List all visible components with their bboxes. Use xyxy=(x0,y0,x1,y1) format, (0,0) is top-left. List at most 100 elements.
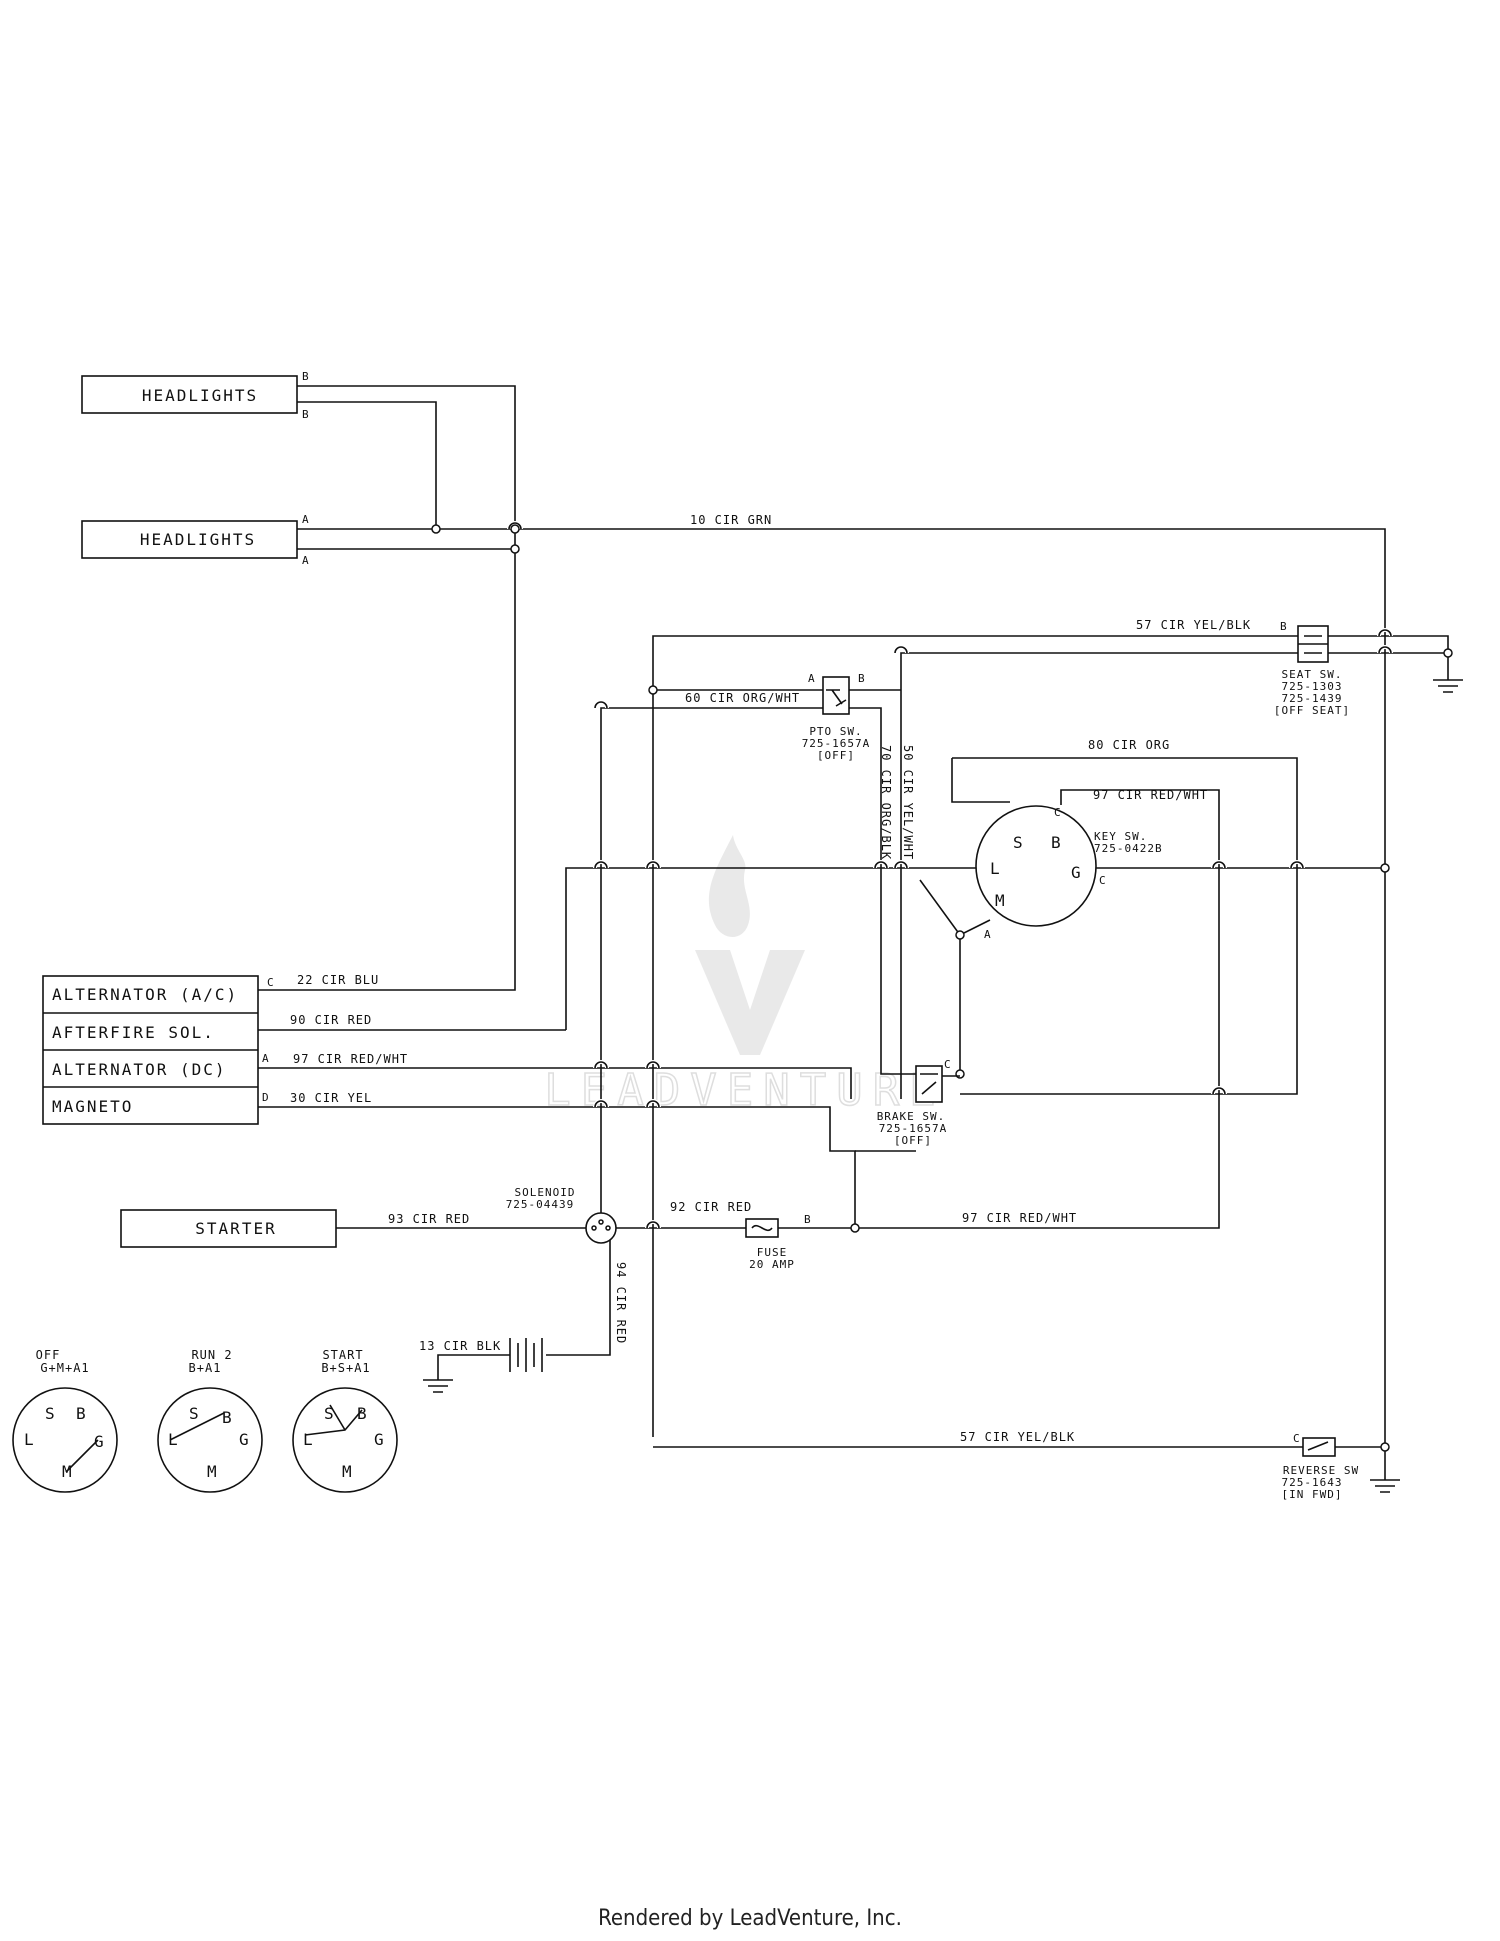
key-switch: S B L G M C C A KEY SW. 725-0422B xyxy=(975,805,1163,941)
dial-letter-s: S xyxy=(324,1404,336,1423)
terminal-label: A xyxy=(262,1052,270,1065)
wire-label: 97 CIR RED/WHT xyxy=(962,1211,1077,1225)
seat-label-1: SEAT SW. xyxy=(1282,668,1343,681)
key-label-2: 725-0422B xyxy=(1094,842,1163,855)
solenoid-label-1: SOLENOID xyxy=(515,1186,576,1199)
dial-letter-m: M xyxy=(342,1462,354,1481)
headlights-top-label: HEADLIGHTS xyxy=(142,386,258,405)
wire-label: 93 CIR RED xyxy=(388,1212,470,1226)
terminal-label: A xyxy=(302,513,310,526)
terminal-label: A xyxy=(302,554,310,567)
dial-letter-s: S xyxy=(189,1404,201,1423)
key-position-run: RUN 2 B+A1 S B L G M xyxy=(157,1348,263,1493)
ground-symbols xyxy=(423,679,1463,1493)
seat-label-4: [OFF SEAT] xyxy=(1274,704,1350,717)
dial-letter-s: S xyxy=(45,1404,57,1423)
key-terminal-m: M xyxy=(995,891,1007,910)
key-position-combo: G+M+A1 xyxy=(40,1361,89,1375)
key-position-combo: B+A1 xyxy=(189,1361,222,1375)
dial-letter-b: B xyxy=(222,1408,234,1427)
key-position-combo: B+S+A1 xyxy=(321,1361,370,1375)
headlights-bottom: HEADLIGHTS A A xyxy=(81,513,310,567)
key-position-title: START xyxy=(322,1348,363,1362)
terminal-label: D xyxy=(262,1091,270,1104)
afterfire-sol-label: AFTERFIRE SOL. xyxy=(52,1023,215,1042)
wire-label: 60 CIR ORG/WHT xyxy=(685,691,800,705)
pto-switch: A B PTO SW. 725-1657A [OFF] xyxy=(802,672,871,762)
wire-label: 57 CIR YEL/BLK xyxy=(1136,618,1251,632)
wire-label: 50 CIR YEL/WHT xyxy=(901,745,915,860)
key-position-start: START B+S+A1 S B L G M xyxy=(292,1348,398,1493)
fuse-label-2: 20 AMP xyxy=(749,1258,795,1271)
pto-label-3: [OFF] xyxy=(817,749,855,762)
terminal-label: B xyxy=(302,408,310,421)
dial-letter-g: G xyxy=(94,1432,106,1451)
fuse-label-1: FUSE xyxy=(757,1246,788,1259)
key-label-1: KEY SW. xyxy=(1094,830,1147,843)
wire-label: 97 CIR RED/WHT xyxy=(1093,788,1208,802)
terminal-label: C xyxy=(1293,1432,1301,1445)
solenoid-label-2: 725-04439 xyxy=(506,1198,575,1211)
dial-letter-l: L xyxy=(303,1430,315,1449)
headlights-top: HEADLIGHTS B B xyxy=(81,370,310,421)
seat-label-2: 725-1303 xyxy=(1282,680,1343,693)
dial-letter-b: B xyxy=(76,1404,88,1423)
key-position-title: RUN 2 xyxy=(191,1348,232,1362)
solenoid: SOLENOID 725-04439 xyxy=(506,1186,617,1244)
dial-letter-g: G xyxy=(374,1430,386,1449)
leadventure-watermark: LEADVENTURE xyxy=(544,835,945,1117)
engine-connector-block: ALTERNATOR (A/C) AFTERFIRE SOL. ALTERNAT… xyxy=(42,975,275,1125)
wire-label: 80 CIR ORG xyxy=(1088,738,1170,752)
terminal-label: A xyxy=(984,928,992,941)
watermark-text: LEADVENTURE xyxy=(544,1065,945,1116)
dial-letter-m: M xyxy=(62,1462,74,1481)
reverse-switch: C REVERSE SW 725-1643 [IN FWD] xyxy=(1282,1432,1359,1501)
alternator-ac-label: ALTERNATOR (A/C) xyxy=(52,985,238,1004)
key-position-title: OFF xyxy=(36,1348,61,1362)
dial-letter-l: L xyxy=(168,1430,180,1449)
wire-label: 70 CIR ORG/BLK xyxy=(879,745,893,860)
brake-label-1: BRAKE SW. xyxy=(877,1110,946,1123)
fuse: B FUSE 20 AMP xyxy=(745,1213,812,1271)
terminal-label: C xyxy=(1054,806,1062,819)
brake-label-3: [OFF] xyxy=(894,1134,932,1147)
wire-label: 13 CIR BLK xyxy=(419,1339,501,1353)
terminal-label: C xyxy=(944,1058,952,1071)
brake-label-2: 725-1657A xyxy=(879,1122,948,1135)
wire-label: 90 CIR RED xyxy=(290,1013,372,1027)
wire-label: 22 CIR BLU xyxy=(297,973,379,987)
seat-label-3: 725-1439 xyxy=(1282,692,1343,705)
wire-label: 92 CIR RED xyxy=(670,1200,752,1214)
reverse-label-1: REVERSE SW xyxy=(1283,1464,1359,1477)
terminal-label: B xyxy=(858,672,866,685)
junction-nodes xyxy=(431,524,1453,1452)
terminal-label: C xyxy=(267,976,275,989)
alternator-dc-label: ALTERNATOR (DC) xyxy=(52,1060,227,1079)
wire-crossings xyxy=(507,521,1393,1229)
terminal-label: B xyxy=(804,1213,812,1226)
wire-label: 30 CIR YEL xyxy=(290,1091,372,1105)
pto-label-1: PTO SW. xyxy=(809,725,862,738)
wire-label: 57 CIR YEL/BLK xyxy=(960,1430,1075,1444)
key-terminal-s: S xyxy=(1013,833,1025,852)
reverse-label-3: [IN FWD] xyxy=(1282,1488,1343,1501)
key-position-off: OFF G+M+A1 S B L G M xyxy=(12,1348,118,1493)
wires xyxy=(258,385,1449,1480)
key-terminal-b: B xyxy=(1051,833,1063,852)
reverse-label-2: 725-1643 xyxy=(1282,1476,1343,1489)
battery xyxy=(509,1336,546,1376)
pto-label-2: 725-1657A xyxy=(802,737,871,750)
key-terminal-l: L xyxy=(990,859,1002,878)
terminal-label: C xyxy=(1099,874,1107,887)
magneto-label: MAGNETO xyxy=(52,1097,133,1116)
terminal-label: B xyxy=(1280,620,1288,633)
key-terminal-g: G xyxy=(1071,863,1083,882)
dial-letter-l: L xyxy=(24,1430,36,1449)
starter: STARTER xyxy=(120,1209,337,1248)
terminal-label: B xyxy=(302,370,310,383)
terminal-label: A xyxy=(808,672,816,685)
dial-letter-m: M xyxy=(207,1462,219,1481)
wire-labels: 10 CIR GRN 57 CIR YEL/BLK 60 CIR ORG/WHT… xyxy=(290,513,1251,1444)
headlights-bottom-label: HEADLIGHTS xyxy=(140,530,256,549)
